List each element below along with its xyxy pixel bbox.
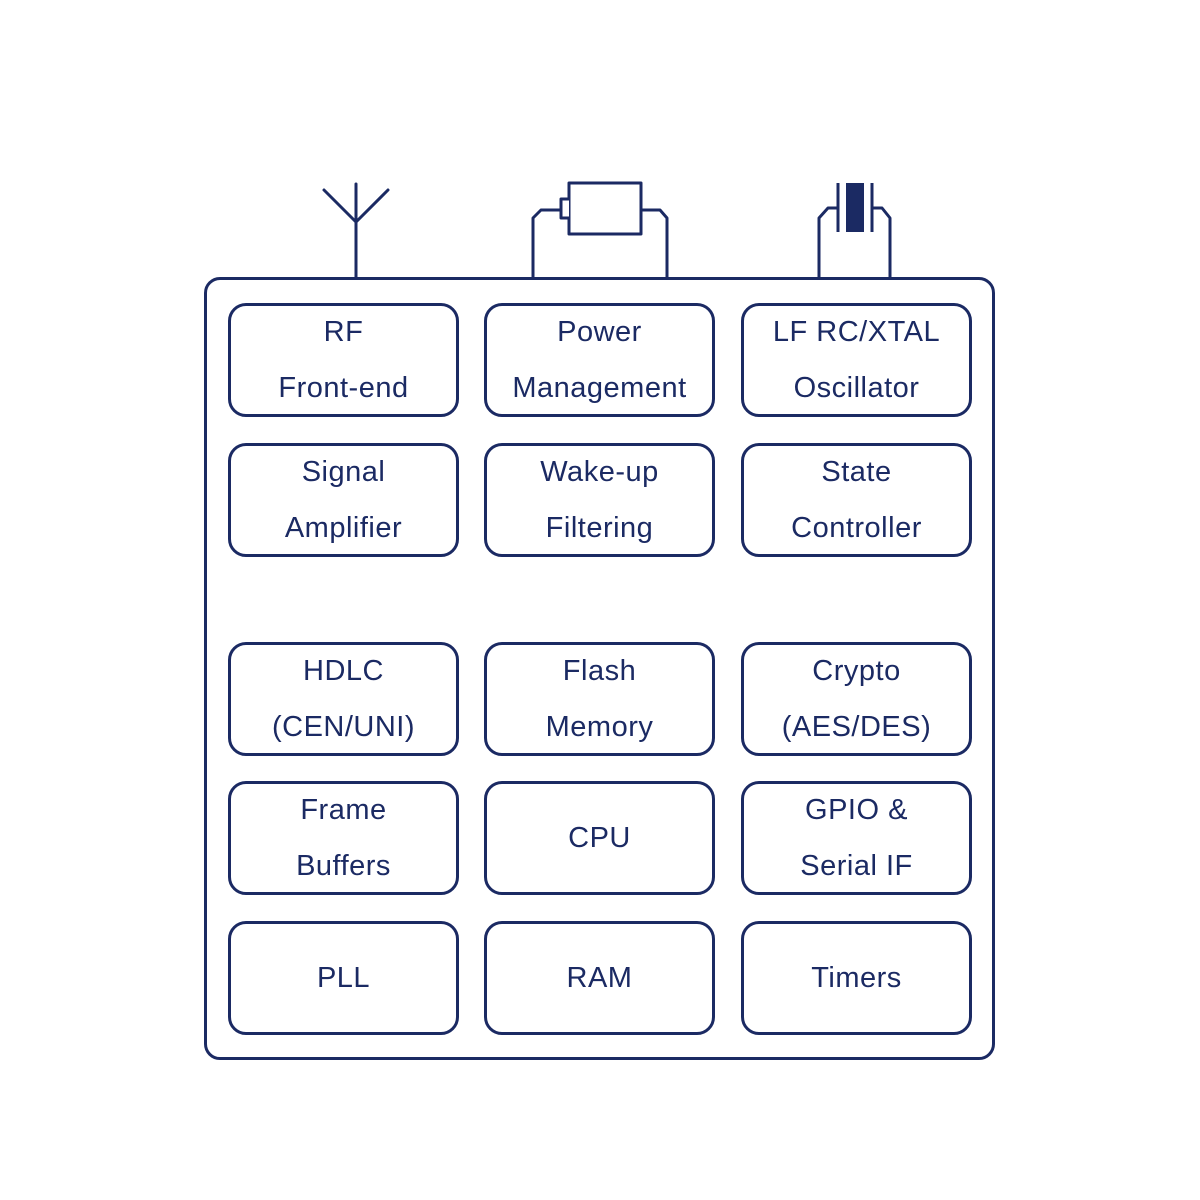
battery-icon <box>531 181 669 277</box>
signal-amplifier-block: Signal Amplifier <box>228 443 459 557</box>
crypto-block: Crypto (AES/DES) <box>741 642 972 756</box>
state-controller-block: State Controller <box>741 443 972 557</box>
hdlc-block: HDLC (CEN/UNI) <box>228 642 459 756</box>
ram-block: RAM <box>484 921 715 1035</box>
state-controller-label-line2: Controller <box>791 512 922 544</box>
ram-label: RAM <box>566 962 633 994</box>
power-management-block: Power Management <box>484 303 715 417</box>
frame-buffers-label-line2: Buffers <box>296 850 391 882</box>
rf-frontend-block: RF Front-end <box>228 303 459 417</box>
pll-label: PLL <box>316 962 371 994</box>
timers-label: Timers <box>811 962 902 994</box>
flash-memory-block: Flash Memory <box>484 642 715 756</box>
wakeup-filtering-label-line2: Filtering <box>545 512 654 544</box>
gpio-serial-label-line1: GPIO & <box>805 794 908 826</box>
lf-oscillator-label-line2: Oscillator <box>793 372 920 404</box>
wakeup-filtering-block: Wake-up Filtering <box>484 443 715 557</box>
pll-block: PLL <box>228 921 459 1035</box>
flash-memory-label-line1: Flash <box>562 655 637 687</box>
state-controller-label-line1: State <box>821 456 892 488</box>
crypto-label-line2: (AES/DES) <box>781 711 932 743</box>
rf-frontend-label-line1: RF <box>323 316 364 348</box>
antenna-icon <box>322 182 390 279</box>
lf-oscillator-block: LF RC/XTAL Oscillator <box>741 303 972 417</box>
frame-buffers-label-line1: Frame <box>300 794 387 826</box>
timers-block: Timers <box>741 921 972 1035</box>
cpu-label: CPU <box>568 822 631 854</box>
signal-amplifier-label-line1: Signal <box>301 456 386 488</box>
wakeup-filtering-label-line1: Wake-up <box>540 456 659 488</box>
gpio-serial-label-line2: Serial IF <box>800 850 913 882</box>
flash-memory-label-line2: Memory <box>545 711 654 743</box>
signal-amplifier-label-line2: Amplifier <box>284 512 403 544</box>
hdlc-label-line1: HDLC <box>303 655 384 687</box>
lf-oscillator-label-line1: LF RC/XTAL <box>772 316 941 348</box>
hdlc-label-line2: (CEN/UNI) <box>271 711 416 743</box>
cpu-block: CPU <box>484 781 715 895</box>
gpio-serial-block: GPIO & Serial IF <box>741 781 972 895</box>
crypto-label-line1: Crypto <box>812 655 901 687</box>
power-management-label-line2: Management <box>512 372 687 404</box>
rf-frontend-label-line2: Front-end <box>278 372 409 404</box>
crystal-oscillator-icon <box>817 183 892 277</box>
frame-buffers-block: Frame Buffers <box>228 781 459 895</box>
power-management-label-line1: Power <box>557 316 642 348</box>
